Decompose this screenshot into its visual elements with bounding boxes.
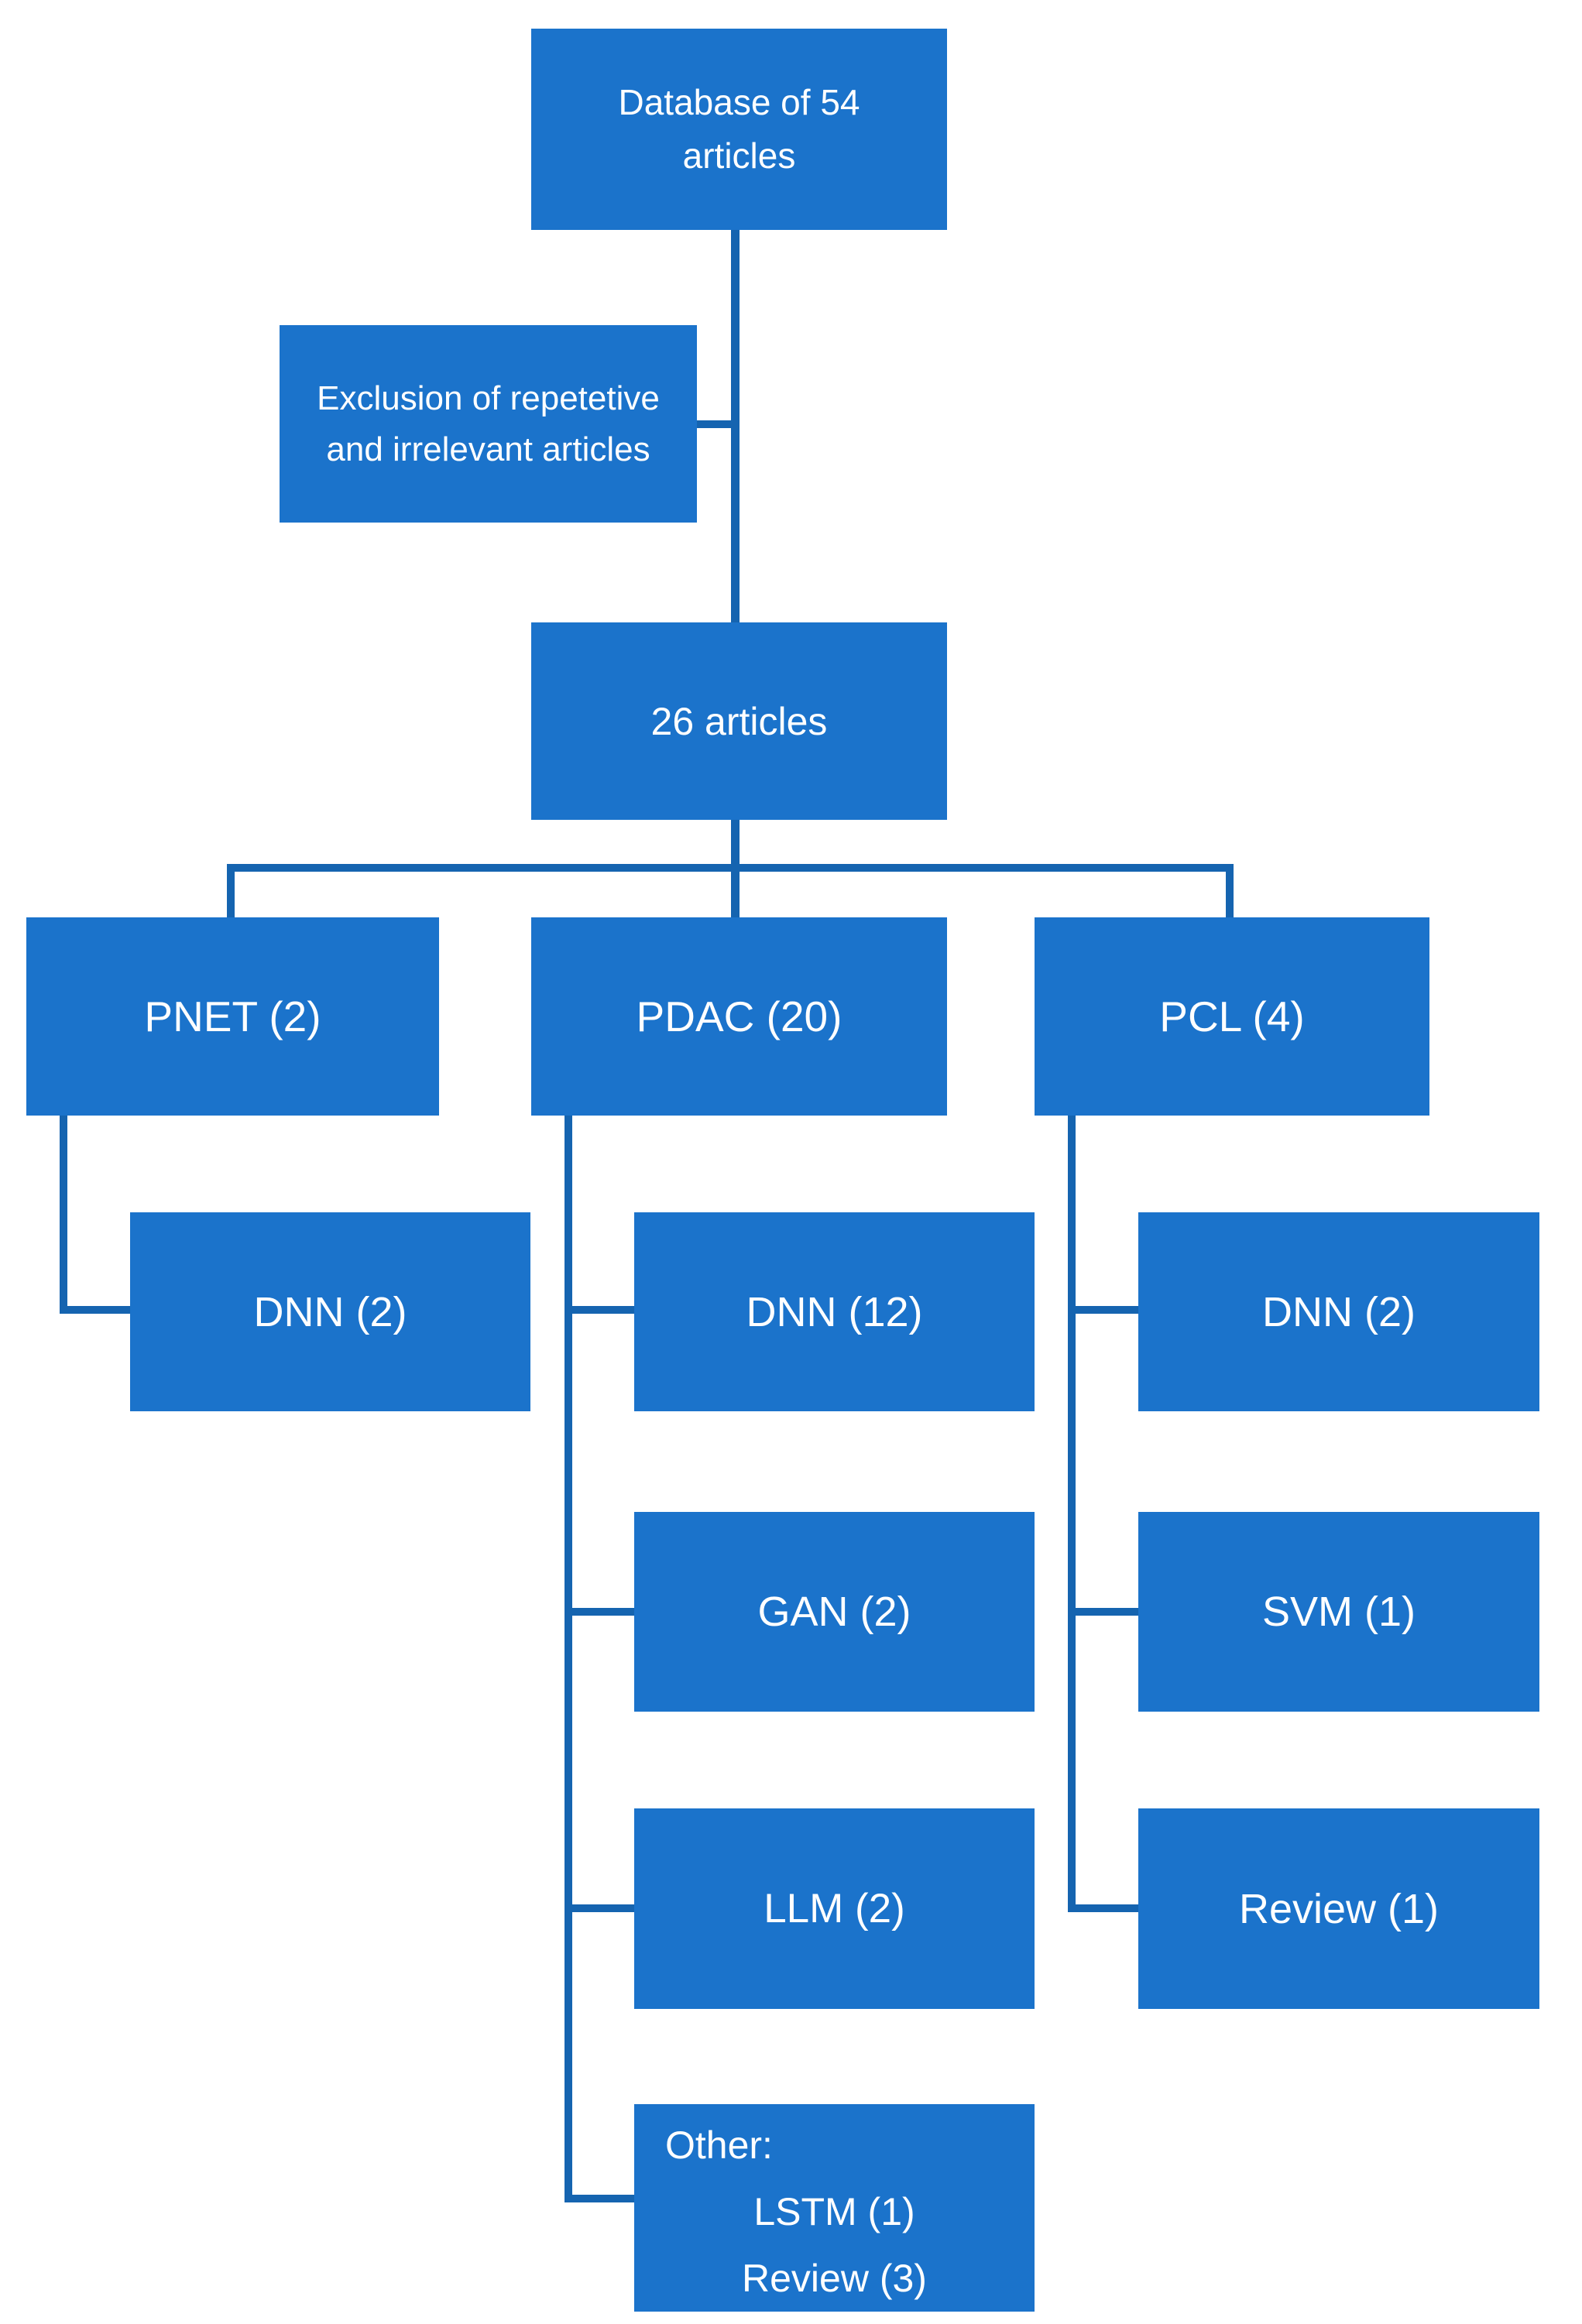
node-pdac-other-item-lstm: LSTM (1) (753, 2190, 915, 2233)
node-pnet-dnn: DNN (2) (130, 1212, 530, 1411)
node-26-articles-label: 26 articles (650, 699, 828, 743)
node-database: Database of 54 articles (531, 29, 947, 230)
connector-pdac-to-other (572, 2195, 634, 2202)
node-pdac-dnn-label: DNN (12) (746, 1288, 923, 1335)
node-exclusion: Exclusion of repetetive and irrelevant a… (280, 325, 697, 523)
node-pnet-label: PNET (2) (144, 992, 321, 1040)
node-pdac-gan: GAN (2) (634, 1512, 1035, 1712)
node-pnet: PNET (2) (26, 917, 439, 1116)
node-pdac-llm-label: LLM (2) (764, 1886, 905, 1932)
node-pcl-dnn-label: DNN (2) (1262, 1288, 1416, 1335)
node-26-articles: 26 articles (531, 622, 947, 820)
connector-pdac-children-vertical (565, 1116, 572, 2202)
node-pdac: PDAC (20) (531, 917, 947, 1116)
connector-pdac-to-gan (572, 1608, 634, 1616)
node-pcl-review-label: Review (1) (1238, 1885, 1440, 1932)
node-pcl-review: Review (1) (1138, 1808, 1539, 2009)
connector-pdac-to-llm (572, 1904, 634, 1912)
node-pcl-svm-label: SVM (1) (1261, 1589, 1416, 1635)
connector-pcl-children-vertical (1068, 1116, 1076, 1912)
node-pdac-other-heading: Other: (665, 2123, 773, 2167)
connector-branch-to-pcl (1226, 864, 1234, 917)
connector-pnet-to-dnn (67, 1306, 130, 1314)
node-database-label: Database of 54 articles (618, 82, 860, 176)
node-pdac-label: PDAC (20) (636, 992, 842, 1040)
connector-pcl-to-review (1076, 1904, 1138, 1912)
node-pnet-dnn-label: DNN (2) (253, 1288, 407, 1335)
node-exclusion-label: Exclusion of repetetive and irrelevant a… (317, 379, 660, 468)
node-pcl-svm: SVM (1) (1138, 1512, 1539, 1712)
connector-pdac-to-dnn (572, 1306, 634, 1314)
node-pcl-dnn: DNN (2) (1138, 1212, 1539, 1411)
node-pdac-dnn: DNN (12) (634, 1212, 1035, 1411)
connector-pcl-to-dnn (1076, 1306, 1138, 1314)
connector-branch-to-pnet (227, 864, 235, 917)
connector-branch-horizontal (227, 864, 1234, 872)
connector-exclusion-branch (697, 420, 740, 428)
node-pcl-label: PCL (4) (1159, 992, 1305, 1040)
node-pdac-other: Other: LSTM (1) Review (3) (634, 2104, 1035, 2312)
node-pdac-llm: LLM (2) (634, 1808, 1035, 2009)
connector-pcl-to-svm (1076, 1608, 1138, 1616)
node-pdac-gan-label: GAN (2) (757, 1589, 911, 1635)
node-pdac-other-item-review: Review (3) (742, 2257, 927, 2300)
node-pcl: PCL (4) (1035, 917, 1429, 1116)
connector-pnet-children-vertical (60, 1116, 67, 1314)
